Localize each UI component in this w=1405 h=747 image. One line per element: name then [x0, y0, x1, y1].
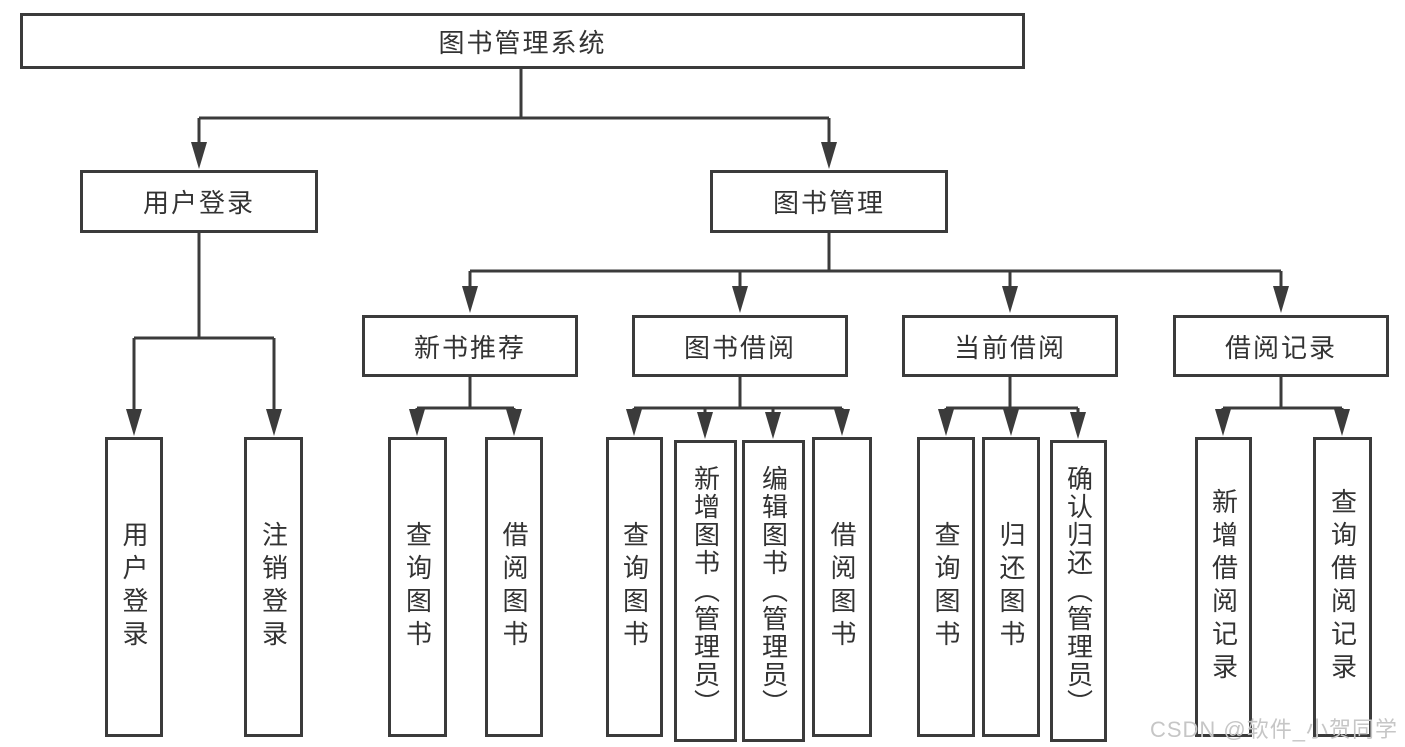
- arrow-icon: [1002, 286, 1018, 313]
- leaf-logout: 注销登录: [244, 437, 303, 737]
- arrow-icon: [126, 409, 142, 436]
- arrow-icon: [834, 409, 850, 436]
- edge-book-management-children: [468, 233, 1283, 289]
- edge-new-book-children: [415, 377, 516, 414]
- leaf-add-book-admin: 新增图书（管理员）: [674, 440, 737, 742]
- arrow-icon: [1273, 286, 1289, 313]
- arrow-icon: [266, 409, 282, 436]
- arrow-icon: [1003, 409, 1019, 436]
- leaf-query-books-recommend: 查询图书: [388, 437, 447, 737]
- node-user-login-group: 用户登录: [80, 170, 318, 233]
- leaf-borrow-books-borrowing: 借阅图书: [812, 437, 872, 737]
- node-library-system: 图书管理系统: [20, 13, 1025, 69]
- node-label: 图书借阅: [683, 332, 796, 363]
- arrow-icon: [626, 409, 642, 436]
- node-label: 新书推荐: [413, 332, 526, 363]
- leaf-query-books-borrowing: 查询图书: [606, 437, 663, 737]
- arrow-icon: [1215, 409, 1231, 436]
- leaf-add-borrow-record: 新增借阅记录: [1195, 437, 1252, 737]
- node-label: 图书管理: [772, 188, 885, 218]
- edge-borrow-record-children: [1221, 377, 1344, 414]
- leaf-query-books-current: 查询图书: [917, 437, 975, 737]
- arrow-icon: [697, 412, 713, 439]
- arrow-heads: [126, 142, 1350, 439]
- node-label: 编辑图书（管理员）: [758, 465, 789, 717]
- node-label: 用户登录: [142, 188, 255, 218]
- node-new-book-recommend: 新书推荐: [362, 315, 578, 377]
- node-book-management: 图书管理: [710, 170, 948, 233]
- arrow-icon: [821, 142, 837, 169]
- leaf-confirm-return-admin: 确认归还（管理员）: [1050, 440, 1107, 742]
- node-label: 查询图书: [931, 521, 961, 653]
- node-label: 用户登录: [119, 521, 149, 653]
- node-label: 查询图书: [402, 521, 433, 653]
- node-label: 新增借阅记录: [1208, 488, 1239, 686]
- leaf-borrow-books-recommend: 借阅图书: [485, 437, 543, 737]
- arrow-icon: [506, 409, 522, 436]
- watermark-csdn: CSDN @软件_小贺同学: [1149, 717, 1398, 742]
- node-label: 借阅图书: [827, 521, 857, 653]
- leaf-query-borrow-record: 查询借阅记录: [1313, 437, 1372, 737]
- arrow-icon: [765, 412, 781, 439]
- edge-user-login-children: [132, 233, 276, 412]
- edge-book-borrow-children: [632, 377, 844, 416]
- arrow-icon: [1070, 412, 1086, 439]
- tree-edges: [132, 69, 1344, 416]
- node-label: 当前借阅: [953, 332, 1066, 363]
- node-label: 注销登录: [258, 521, 289, 653]
- node-label: 归还图书: [996, 521, 1026, 653]
- node-borrowing-records: 借阅记录: [1173, 315, 1389, 377]
- node-label: 借阅图书: [499, 521, 529, 653]
- arrow-icon: [1334, 409, 1350, 436]
- arrow-icon: [938, 409, 954, 436]
- arrow-icon: [732, 286, 748, 313]
- leaf-return-books: 归还图书: [982, 437, 1040, 737]
- node-current-borrowing: 当前借阅: [902, 315, 1118, 377]
- node-label: 图书管理系统: [438, 27, 607, 58]
- node-label: 确认归还（管理员）: [1063, 465, 1094, 717]
- node-book-borrowing: 图书借阅: [632, 315, 848, 377]
- node-label: 查询图书: [619, 521, 650, 653]
- leaf-user-login: 用户登录: [105, 437, 163, 737]
- edge-root-to-level2: [197, 69, 831, 145]
- arrow-icon: [191, 142, 207, 169]
- node-label: 新增图书（管理员）: [690, 465, 721, 717]
- arrow-icon: [409, 409, 425, 436]
- node-label: 查询借阅记录: [1327, 488, 1358, 686]
- leaf-edit-book-admin: 编辑图书（管理员）: [742, 440, 805, 742]
- node-label: 借阅记录: [1224, 332, 1337, 363]
- arrow-icon: [462, 286, 478, 313]
